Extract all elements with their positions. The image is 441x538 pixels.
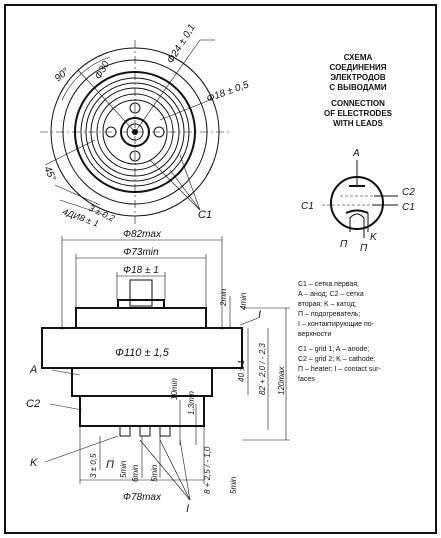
d18-label: Ф18 ± 1 [123,265,159,276]
dim3-line [54,184,101,206]
legend-en-3: П – heater; I – contact sur- [298,366,382,373]
side-c2-label: C2 [26,398,40,410]
title-ru-3: ЭЛЕКТРОДОВ [330,73,386,82]
top-stem [129,279,153,307]
pin-1 [129,102,141,114]
h4min-label: 4min [239,292,248,310]
h13min-label: 1,3min [187,390,196,415]
legend-ru-5: I – контактирующие по- [298,321,375,328]
k-leader [44,435,119,463]
side-heater-label: П [106,459,114,471]
d82-label: Ф82max [123,229,162,240]
dia24-leader [134,39,201,133]
side-i-top-label: I [258,309,261,321]
h5min-c-label: 5min [229,476,238,494]
c1-leader-b [169,169,201,211]
h82-label: 82 + 2,0 / - 2,3 [258,343,267,395]
title-ru-2: СОЕДИНЕНИЯ [330,63,387,72]
title-ru-4: С ВЫВОДАМИ [329,83,386,92]
h120-label: 120max [277,366,286,395]
title-en-3: WITH LEADS [333,119,383,128]
angle-90-label: 90° [53,66,72,84]
top-view [40,39,230,225]
heater [349,213,365,238]
side-k-label: K [30,457,38,469]
h40-label: 40 ± 1 [237,360,246,382]
pin-3 [129,150,141,162]
side-i-bottom-label: I [186,503,189,515]
side-a-label: A [29,364,37,376]
schem-anode-label: A [352,148,360,159]
schem-c1-right-label: C1 [402,202,415,213]
h2min-label: 2min [219,288,228,307]
dim4-line [59,199,106,216]
legend-ru-2: A – анод; C2 – сетка [298,291,364,298]
h10min-label: 10min [170,378,179,400]
d110-label: Ф110 ± 1,5 [115,347,170,359]
legend-ru-6: верхности [298,331,331,338]
h8-label: 8 + 2,5 / - 1,0 [203,446,212,494]
i-bottom-leader-b [159,439,191,501]
a-leader [51,369,81,376]
top-cap [117,299,165,309]
h3-label: 3 ± 0,5 [89,453,98,478]
legend-ru-4: П – подогреватель; [298,311,361,318]
pcd-leader [77,69,136,133]
side-view [41,236,290,501]
base-pin-3 [159,425,171,437]
base-pin-2 [139,425,151,437]
c2-leader [49,403,83,411]
schem-c2-label: C2 [402,187,415,198]
d73-label: Ф73min [123,247,159,258]
c1-leader-c [179,154,201,211]
title-ru-1: СХЕМА [344,53,373,62]
h6min-label: 6min [131,464,140,482]
title-en-2: OF ELECTRODES [324,109,393,118]
angle45-leader [44,139,96,166]
h5min-b-label: 5min [150,464,159,482]
base-pin-1 [119,425,131,437]
legend-en-1: C1 – grid 1; A – anode; [298,346,369,353]
angle-45-label: 45° [41,165,57,183]
schem-c1-left-label: C1 [301,201,314,212]
schem-heater-right-label: П [360,243,368,254]
dia24-label: Ф24 ± 0,1 [165,22,198,65]
legend-ru-3: вторая; K – катод; [298,301,356,308]
i-top-leader [239,317,259,326]
schem-heater-left-label: П [340,239,348,250]
i-bottom-leader-c [179,439,191,501]
dia18-label: Ф18 ± 0,5 [205,79,251,105]
c1-leader-a [149,159,201,211]
sheet-border [4,4,437,534]
title-en-1: CONNECTION [331,99,385,108]
cathode [345,209,369,214]
tube-symbol [322,160,398,238]
i-bottom-leader-a [139,439,191,501]
base-body [79,395,205,427]
dia18-leader [159,99,211,121]
d78-label: Ф78max [123,492,162,503]
schem-cathode-label: K [370,232,378,243]
upper-cup [75,307,207,329]
c1-label: C1 [198,209,212,221]
legend-ru-1: C1 – сетка первая; [298,281,359,288]
legend-en-2: C2 – grid 2; K – cathode; [298,356,375,363]
legend-en-4: faces [298,376,315,383]
h5min-a-label: 5min [119,460,128,478]
